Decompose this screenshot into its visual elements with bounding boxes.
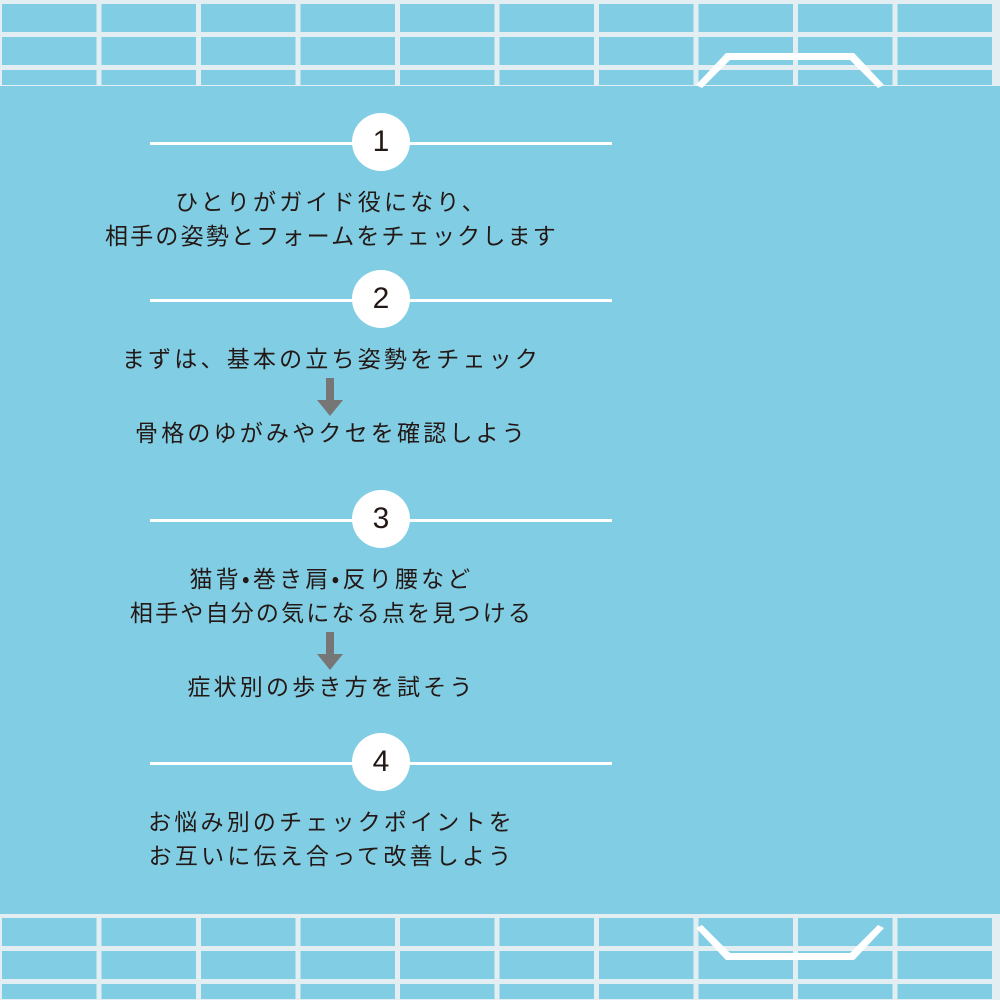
step-header-3: 3 <box>0 490 660 550</box>
bracket-top-icon <box>693 30 887 88</box>
step-header-4: 4 <box>0 733 660 793</box>
step-number-badge-3: 3 <box>352 490 410 548</box>
steps-list: 1 ひとりがガイド役になり、 相手の姿勢とフォームをチェックします 2 まずは、… <box>0 113 660 873</box>
step-header-2: 2 <box>0 270 660 330</box>
step-number-badge-1: 1 <box>352 113 410 171</box>
step-text-line: 相手や自分の気になる点を見つける <box>129 600 534 626</box>
title-block: 姿勢も体型も変わる ふたりウォークの始め方 <box>660 0 1000 1000</box>
step-number-badge-2: 2 <box>352 270 410 328</box>
step-body-3: 猫背・巻き肩・反り腰など 相手や自分の気になる点を見つける 症状別の歩き方を試そ… <box>0 562 660 704</box>
step-text-line: 相手の姿勢とフォームをチェックします <box>105 223 558 249</box>
step-text-line: 猫背・巻き肩・反り腰など <box>189 566 474 592</box>
down-arrow-icon <box>317 632 343 670</box>
step-text-line: ひとりがガイド役になり、 <box>175 189 488 215</box>
step-text-line: お悩み別のチェックポイントを <box>148 809 515 835</box>
step-text-line: お互いに伝え合って改善しよう <box>148 843 515 869</box>
step-text-line: 骨格のゆがみやクセを確認しよう <box>135 420 528 446</box>
step-item-2: 2 まずは、基本の立ち姿勢をチェック 骨格のゆがみやクセを確認しよう <box>0 270 660 450</box>
step-text-line: まずは、基本の立ち姿勢をチェック <box>121 346 542 372</box>
step-body-4: お悩み別のチェックポイントを お互いに伝え合って改善しよう <box>0 805 660 873</box>
step-number-badge-4: 4 <box>352 733 410 791</box>
step-header-1: 1 <box>0 113 660 173</box>
step-body-1: ひとりがガイド役になり、 相手の姿勢とフォームをチェックします <box>0 185 660 253</box>
step-body-2: まずは、基本の立ち姿勢をチェック 骨格のゆがみやクセを確認しよう <box>0 342 660 450</box>
step-item-4: 4 お悩み別のチェックポイントを お互いに伝え合って改善しよう <box>0 733 660 873</box>
step-item-1: 1 ひとりがガイド役になり、 相手の姿勢とフォームをチェックします <box>0 113 660 253</box>
step-item-3: 3 猫背・巻き肩・反り腰など 相手や自分の気になる点を見つける 症状別の歩き方を… <box>0 490 660 704</box>
bracket-bottom-icon <box>693 925 887 983</box>
step-text-line: 症状別の歩き方を試そう <box>187 674 476 700</box>
down-arrow-icon <box>317 378 343 416</box>
